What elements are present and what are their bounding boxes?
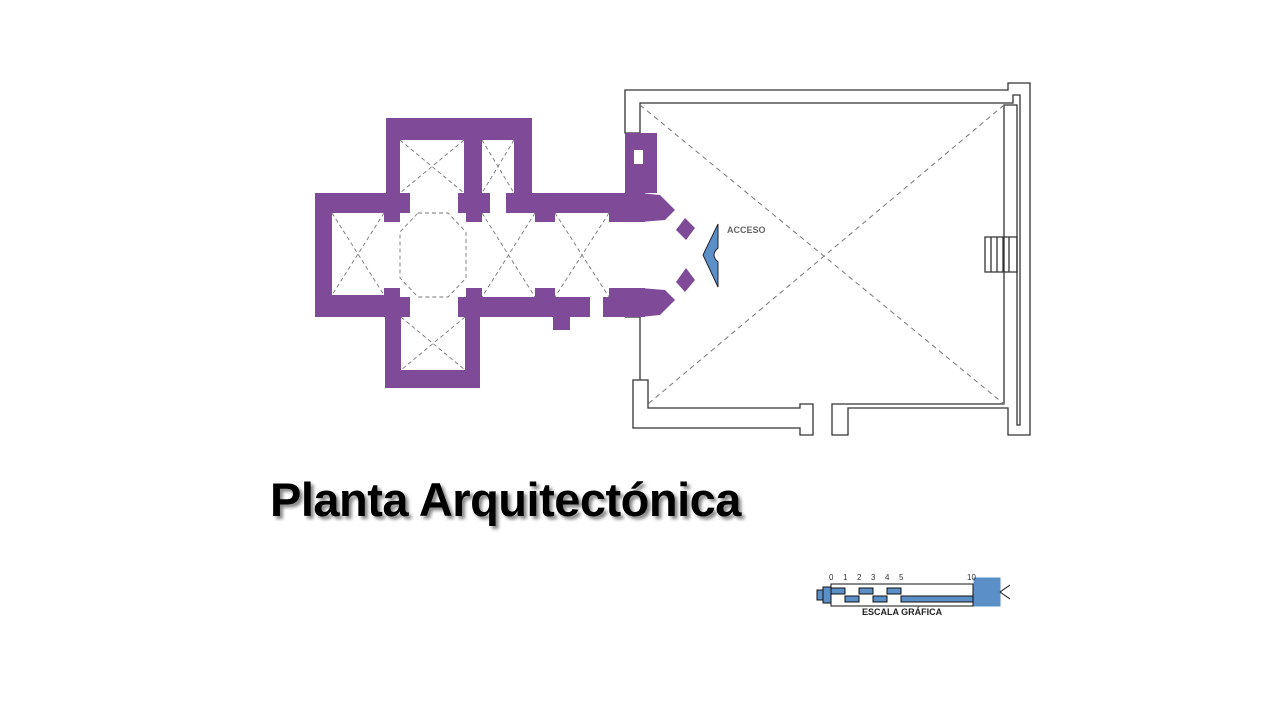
scale-label: ESCALA GRÁFICA [862,607,943,617]
hall-vault-diagonals [639,104,1005,405]
scale-tick: 10 [967,573,976,582]
access-arrow-icon [702,223,719,288]
church-vault-diagonals [331,139,610,371]
scale-tick: 1 [843,573,848,582]
graphic-scale [816,577,1011,607]
scale-tick: 2 [857,573,862,582]
scale-tick: 5 [899,573,904,582]
page-title: Planta Arquitectónica [270,473,741,526]
scale-tick: 0 [829,573,834,582]
scale-tick: 4 [885,573,890,582]
church-bays [332,140,661,370]
hall [624,82,1031,436]
access-label: ACCESO [727,225,766,235]
scale-tick: 3 [871,573,876,582]
